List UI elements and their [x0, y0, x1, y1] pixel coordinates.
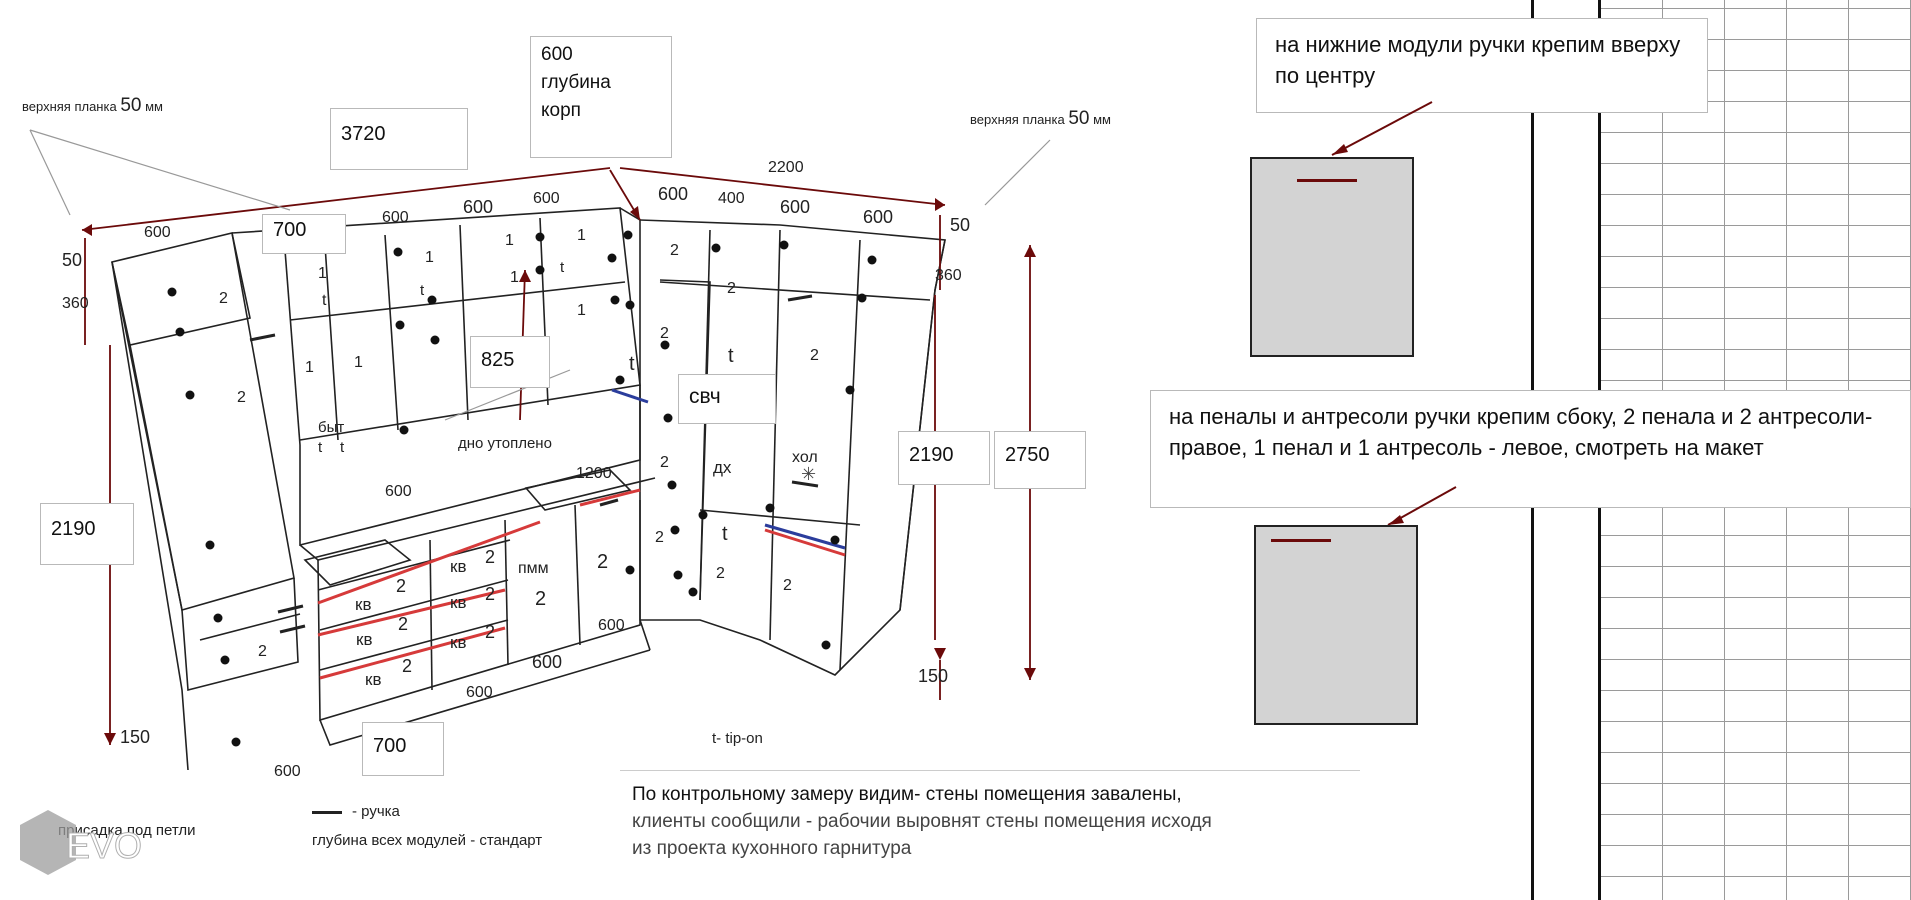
mod-label: кв — [356, 630, 372, 649]
left-150-label: 150 — [120, 727, 150, 747]
dim-box-3720: 3720 — [330, 108, 468, 170]
bottom-600-label: 600 — [466, 684, 493, 701]
mod-label: 2 — [396, 576, 406, 596]
top-strip-left: верхняя планка 50 мм — [22, 95, 163, 116]
mod-label: быт — [318, 419, 344, 436]
dishwasher-label: пмм — [518, 560, 549, 577]
right-50-label: 50 — [950, 215, 970, 235]
mod-label: 2 — [655, 529, 664, 546]
mod-label: кв — [450, 557, 466, 576]
pencils-note-arrow — [1387, 486, 1457, 526]
mod-label: 1 — [505, 232, 514, 249]
left-360-label: 360 — [62, 295, 89, 312]
bottom-600-label: 600 — [274, 763, 301, 780]
sink — [524, 469, 632, 511]
microwave-label-box: свч — [678, 374, 776, 424]
top-width-label: 600 — [382, 209, 409, 226]
hinges-legend: присадка под петли — [58, 822, 196, 839]
mod-label: 1 — [425, 249, 434, 266]
left-50-label: 50 — [62, 250, 82, 270]
mod-label: 2 — [398, 614, 408, 634]
bottom-600-label: 600 — [532, 652, 562, 672]
dim-line-3720 — [81, 167, 611, 231]
top-width-label: 600 — [463, 197, 493, 217]
dim-box-2750: 2750 — [994, 431, 1086, 489]
mod-label: 2 — [597, 551, 608, 573]
mod-label: 2 — [535, 588, 546, 610]
lower-module-sample — [1250, 157, 1414, 357]
dim-box-depth: 600 глубина корп — [530, 36, 672, 158]
mod-label: дх — [713, 458, 732, 477]
mod-label: t — [340, 439, 345, 456]
mod-label: 1 — [305, 359, 314, 376]
width-2200-label: 2200 — [768, 159, 804, 176]
dim-box-825: 825 — [470, 336, 550, 388]
svg-text:EVO: EVO — [66, 825, 142, 866]
bottom-recessed-label: дно утоплено — [458, 435, 552, 452]
top-width-label: 600 — [533, 190, 560, 207]
control-measurement-note: По контрольному замеру видим- стены поме… — [620, 770, 1360, 872]
lower-note-arrow — [1331, 101, 1433, 156]
left-tall-cabinet — [111, 232, 295, 612]
mod-label: 2 — [485, 584, 495, 604]
mod-label: 2 — [402, 656, 412, 676]
pencils-note: на пеналы и антресоли ручки крепим сбоку… — [1150, 390, 1911, 508]
mod-label: t — [728, 345, 734, 367]
mod-label: t — [318, 439, 323, 456]
dim-line-2200 — [619, 167, 946, 206]
dim-box-700-top: 700 — [262, 214, 346, 254]
top-width-label: 600 — [658, 184, 688, 204]
mod-label: 2 — [485, 622, 495, 642]
mod-label: кв — [355, 595, 371, 614]
mod-label: t — [420, 282, 425, 299]
mod-label: хол — [792, 449, 818, 466]
top-width-label: 400 — [718, 190, 745, 207]
mod-label: 2 — [237, 389, 246, 406]
mod-label: 2 — [258, 643, 267, 660]
mod-label: кв — [450, 593, 466, 612]
mod-label: 2 — [810, 347, 819, 364]
right-150-label: 150 — [918, 666, 948, 686]
top-width-label: 600 — [780, 197, 810, 217]
mod-label: 2 — [660, 454, 669, 471]
mod-label: 1 — [577, 302, 586, 319]
lower-modules-note: на нижние модули ручки крепим вверху по … — [1256, 18, 1708, 113]
bottom-600-label: 600 — [598, 617, 625, 634]
mod-label: 2 — [670, 242, 679, 259]
mod-label: 1 — [510, 269, 519, 286]
tip-on-legend: t- tip-on — [712, 730, 763, 747]
upper-modules — [231, 207, 641, 441]
handle-legend: - ручка — [312, 803, 400, 820]
right-360-label: 360 — [935, 267, 962, 284]
dim-box-2190-right: 2190 — [898, 431, 990, 485]
top-width-label: 600 — [863, 207, 893, 227]
dim-box-700-bottom: 700 — [362, 722, 444, 776]
mod-label: кв — [365, 670, 381, 689]
mod-label: t — [722, 523, 728, 545]
mod-label: 2 — [219, 290, 228, 307]
evo-logo: EVO — [18, 808, 158, 883]
mod-label: 1 — [577, 227, 586, 244]
top-width-label: 600 — [144, 224, 171, 241]
svg-text:✳: ✳ — [801, 464, 816, 484]
mid-600-label: 600 — [385, 483, 412, 500]
mod-label: 2 — [716, 565, 725, 582]
mod-label: кв — [450, 633, 466, 652]
mod-label: 1 — [318, 265, 327, 282]
dim-box-2190-left: 2190 — [40, 503, 134, 565]
mod-label: t — [560, 259, 565, 276]
depth-legend: глубина всех модулей - стандарт — [312, 832, 543, 849]
mod-label: 2 — [660, 325, 669, 342]
mod-label: 2 — [485, 547, 495, 567]
top-strip-right: верхняя планка 50 мм — [970, 108, 1111, 129]
mod-label: t — [322, 292, 327, 309]
sink-1200-label: 1200 — [576, 465, 612, 482]
mod-label: 2 — [727, 280, 736, 297]
mod-label: t — [629, 353, 635, 375]
mod-label: 2 — [783, 577, 792, 594]
pencil-module-sample — [1254, 525, 1418, 725]
hob — [303, 539, 412, 586]
mod-label: 1 — [354, 354, 363, 371]
